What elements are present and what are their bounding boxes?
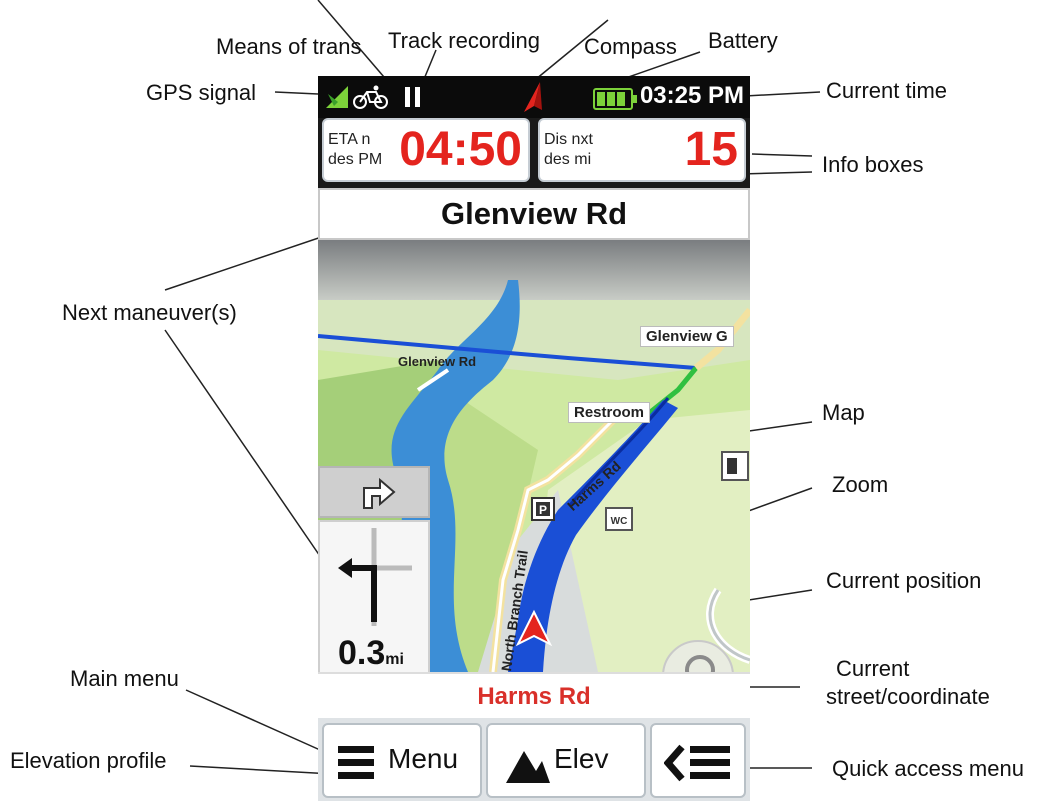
info-box-eta-label-2: des PM xyxy=(328,151,383,168)
info-box-eta-label: ETA n des PM xyxy=(328,130,382,170)
callout-quick-access-menu: Quick access menu xyxy=(832,756,1024,781)
callout-elevation-profile: Elevation profile xyxy=(10,748,167,773)
current-position-arrow xyxy=(515,609,553,647)
info-box-distance-label-1: Dis nxt xyxy=(544,131,593,148)
gps-signal-icon xyxy=(326,86,348,108)
fuel-station-icon[interactable] xyxy=(721,451,749,481)
current-time: 03:25 PM xyxy=(639,82,744,109)
next-street-bar[interactable]: Glenview Rd xyxy=(318,188,750,240)
quick-access-button[interactable] xyxy=(650,723,746,798)
callout-zoom: Zoom xyxy=(832,472,889,497)
quick-access-icon xyxy=(664,744,730,782)
map-label-restroom: Restroom xyxy=(568,402,651,423)
elev-button[interactable]: Elev xyxy=(486,723,646,798)
callout-battery: Battery xyxy=(708,28,778,53)
info-box-eta[interactable]: ETA n des PM 04:50 xyxy=(322,118,530,182)
info-box-distance-label: Dis nxt des mi xyxy=(544,130,593,170)
callout-means-of-trans: Means of trans xyxy=(216,34,362,59)
callout-current-street-2: street/coordinate xyxy=(826,684,990,709)
info-box-distance-value: 15 xyxy=(684,123,738,176)
maneuver-distance-unit: mi xyxy=(385,651,404,668)
info-box-distance[interactable]: Dis nxt des mi 15 xyxy=(538,118,746,182)
info-box-eta-label-1: ETA n xyxy=(328,131,371,148)
maneuver-distance: 0.3mi xyxy=(338,634,404,673)
zoom-button[interactable] xyxy=(662,640,734,672)
callout-info-boxes: Info boxes xyxy=(822,152,924,177)
menu-button[interactable]: Menu xyxy=(322,723,482,798)
map-label-glenview-g: Glenview G xyxy=(640,326,734,347)
map-label-glenview-rd: Glenview Rd xyxy=(398,354,477,369)
turn-left-icon xyxy=(338,528,412,626)
battery-icon xyxy=(593,88,637,110)
callout-compass: Compass xyxy=(584,34,677,59)
navigation-screen: 03:25 PM ETA n des PM 04:50 Dis nxt des … xyxy=(318,76,750,801)
elev-button-label: Elev xyxy=(554,743,609,774)
wc-icon[interactable]: WC xyxy=(605,507,633,531)
menu-button-label: Menu xyxy=(388,743,459,774)
maneuver-distance-value: 0.3 xyxy=(338,634,386,672)
callout-current-street-1: Current xyxy=(836,656,910,681)
info-box-distance-label-2: des mi xyxy=(544,151,592,168)
pause-icon[interactable] xyxy=(404,86,422,108)
next-maneuver-secondary[interactable] xyxy=(318,466,430,518)
compass-arrow-icon[interactable] xyxy=(518,80,548,116)
bicycle-icon xyxy=(353,85,388,109)
callout-current-time: Current time xyxy=(826,78,948,103)
wc-label: WC xyxy=(611,516,628,527)
turn-right-icon xyxy=(363,477,396,509)
callout-current-position: Current position xyxy=(826,568,982,593)
callout-main-menu: Main menu xyxy=(70,666,179,691)
magnifier-icon xyxy=(685,655,715,672)
callout-gps-signal: GPS signal xyxy=(146,80,257,105)
callout-track-recording: Track recording xyxy=(388,28,541,53)
callout-next-maneuvers: Next maneuver(s) xyxy=(62,300,237,325)
parking-label: P xyxy=(539,503,547,517)
status-bar: 03:25 PM xyxy=(318,76,750,118)
mountain-icon xyxy=(506,751,550,783)
next-maneuver-primary[interactable]: 0.3mi xyxy=(318,520,430,674)
parking-icon[interactable]: P xyxy=(531,497,555,521)
hamburger-icon xyxy=(338,746,374,779)
current-street-bar[interactable]: Harms Rd xyxy=(318,672,750,718)
bottom-bar: Menu Elev xyxy=(318,718,750,801)
info-box-eta-value: 04:50 xyxy=(399,123,522,176)
callout-map: Map xyxy=(822,400,865,425)
